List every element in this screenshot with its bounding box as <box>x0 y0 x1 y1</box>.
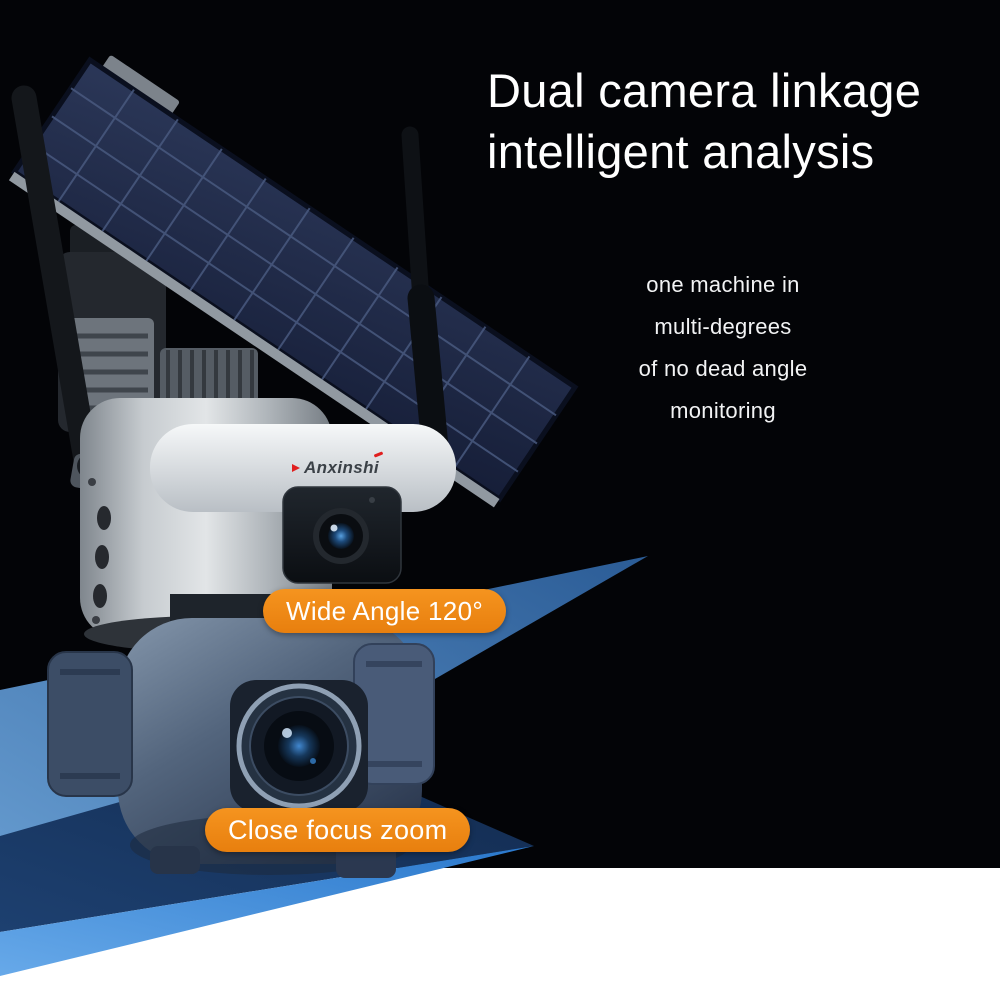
microphone-hole <box>369 497 375 503</box>
wide-angle-text: Wide Angle 120° <box>286 595 484 626</box>
brand-logo: Anxinshi <box>292 451 384 478</box>
side-button <box>97 506 111 530</box>
close-focus-label: Close focus zoom <box>205 808 471 852</box>
panel-edge <box>8 171 500 508</box>
headline-line1: Dual camera linkage <box>487 64 922 117</box>
brand-accent-icon <box>292 464 300 472</box>
wide-angle-label: Wide Angle 120° <box>263 589 507 633</box>
bright-beam <box>0 846 534 976</box>
front-camera <box>282 486 402 584</box>
side-button <box>93 584 107 608</box>
panel-mount-tab <box>101 55 180 116</box>
brand-name: Anxinshi <box>304 458 379 477</box>
panel-grid <box>32 87 557 473</box>
feature-line-3: of no dead angle <box>638 356 808 381</box>
headline-line2: intelligent analysis <box>487 125 875 178</box>
feature-line-1: one machine in <box>646 272 800 297</box>
feature-line-2: multi-degrees <box>654 314 792 339</box>
feature-line-4: monitoring <box>670 398 776 423</box>
hinge-left <box>47 651 133 797</box>
headline: Dual camera linkage intelligent analysis <box>487 60 921 182</box>
feature-list: one machine in multi-degrees of no dead … <box>558 264 888 432</box>
zoom-lens <box>230 680 368 812</box>
side-button <box>95 545 109 569</box>
close-focus-text: Close focus zoom <box>228 814 448 845</box>
